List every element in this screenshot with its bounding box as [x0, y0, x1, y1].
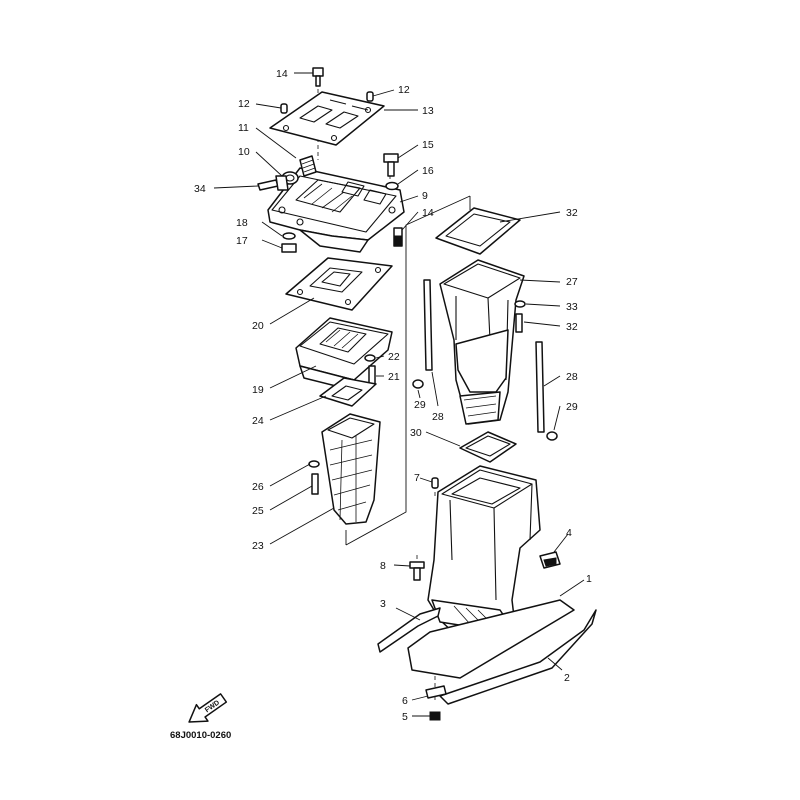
callout-33: 33 [566, 301, 578, 313]
small-gasket [319, 377, 377, 407]
callout-19: 19 [252, 384, 264, 396]
callout-29a: 29 [414, 399, 426, 411]
dowel-7 [431, 477, 439, 489]
washer-22 [364, 354, 376, 362]
callout-13: 13 [422, 105, 434, 117]
bolt-15 [383, 153, 399, 177]
seal-ring [459, 431, 517, 463]
washer-16 [385, 181, 399, 191]
callout-28b: 28 [566, 371, 578, 383]
bolt-5 [429, 711, 441, 721]
exhaust-upper-housing [267, 167, 405, 253]
nut-washer-17-18 [281, 232, 297, 253]
callout-2: 2 [564, 672, 570, 684]
callout-24: 24 [252, 415, 264, 427]
callout-11: 11 [238, 122, 249, 134]
callout-3: 3 [380, 598, 386, 610]
exhaust-pipe [321, 413, 381, 525]
callout-22: 22 [388, 351, 400, 363]
fitting-nozzle [281, 155, 317, 185]
damper-rod-left [423, 279, 433, 371]
diagram-code: 68J0010-0260 [170, 730, 231, 741]
leader-lines [213, 72, 585, 717]
callout-27: 27 [566, 276, 578, 288]
forward-arrow-icon: FWD [188, 693, 228, 723]
dowel-pins [280, 91, 374, 114]
callout-15: 15 [422, 139, 434, 151]
callout-18: 18 [236, 217, 248, 229]
callout-7: 7 [414, 472, 420, 484]
callout-8: 8 [380, 560, 386, 572]
callout-25: 25 [252, 505, 264, 517]
washer-33 [514, 300, 526, 308]
top-bolt [312, 67, 324, 87]
upper-case-gasket [435, 207, 521, 255]
rubber-strip-2 [439, 609, 597, 705]
callout-21: 21 [388, 371, 400, 383]
callout-29b: 29 [566, 401, 578, 413]
callout-12b: 12 [398, 84, 410, 96]
callout-5: 5 [402, 711, 408, 723]
bolt-25 [311, 473, 319, 495]
callout-20: 20 [252, 320, 264, 332]
top-gasket [269, 91, 385, 146]
callout-30: 30 [410, 427, 422, 439]
callout-28a: 28 [432, 411, 444, 423]
callout-31: 32 [566, 207, 578, 219]
callout-14b: 14 [422, 207, 434, 219]
grommet-29-right [546, 431, 558, 441]
damper-rod-right [535, 341, 545, 433]
upper-casing [407, 465, 575, 679]
callout-1: 1 [586, 573, 592, 585]
callout-labels: 14 12 12 13 11 15 10 16 34 9 14 18 17 20… [194, 68, 592, 723]
callout-14a: 14 [276, 68, 288, 80]
washer-26 [308, 460, 320, 468]
rubber-strip-3 [377, 607, 441, 653]
callout-10: 10 [238, 146, 250, 158]
callout-12a: 12 [238, 98, 250, 110]
small-bolt-14b [393, 227, 403, 247]
guide-frame-left [345, 195, 471, 546]
callout-32: 32 [566, 321, 578, 333]
callout-6: 6 [402, 695, 408, 707]
callout-4: 4 [566, 527, 572, 539]
callout-26: 26 [252, 481, 264, 493]
grommet-29-left [412, 379, 424, 389]
rubber-cap [539, 551, 561, 569]
callout-34: 34 [194, 183, 206, 195]
middle-gasket [285, 257, 393, 311]
muffler [439, 259, 525, 425]
callout-16: 16 [422, 165, 434, 177]
side-bolt [257, 175, 289, 191]
bolt-21 [368, 365, 376, 385]
anode-6 [425, 685, 447, 699]
bolt-32 [515, 313, 523, 333]
callout-23: 23 [252, 540, 264, 552]
callout-9: 9 [422, 190, 428, 202]
bolt-8 [409, 561, 425, 581]
callout-17: 17 [236, 235, 248, 247]
